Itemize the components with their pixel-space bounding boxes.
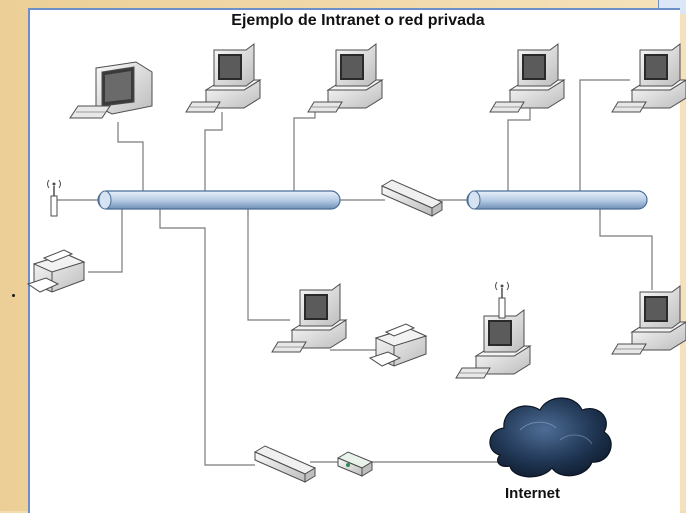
router-icon: [336, 451, 374, 477]
backbone-right: [466, 190, 648, 210]
crt-monitor-icon: [69, 61, 153, 119]
hub-switch-icon: [381, 179, 443, 217]
computer-icon: [271, 283, 347, 353]
computer-icon: [489, 43, 565, 113]
computer-icon: [185, 43, 261, 113]
computer-icon: [611, 43, 686, 113]
computer-icon: [307, 43, 383, 113]
backbone-left: [97, 190, 341, 210]
computer-icon: [611, 285, 686, 355]
wireless-antenna-icon: [46, 179, 62, 217]
hub-switch-icon: [254, 445, 316, 483]
diagram-title: Ejemplo de Intranet o red privada: [231, 12, 485, 29]
internet-cloud-icon: [489, 397, 612, 478]
internet-label: Internet: [505, 485, 561, 502]
wireless-server-icon: [455, 281, 531, 379]
cable-lines: [54, 79, 653, 466]
bullet-dot: [12, 294, 15, 297]
printer-icon: [27, 249, 85, 293]
printer-icon: [369, 323, 427, 367]
